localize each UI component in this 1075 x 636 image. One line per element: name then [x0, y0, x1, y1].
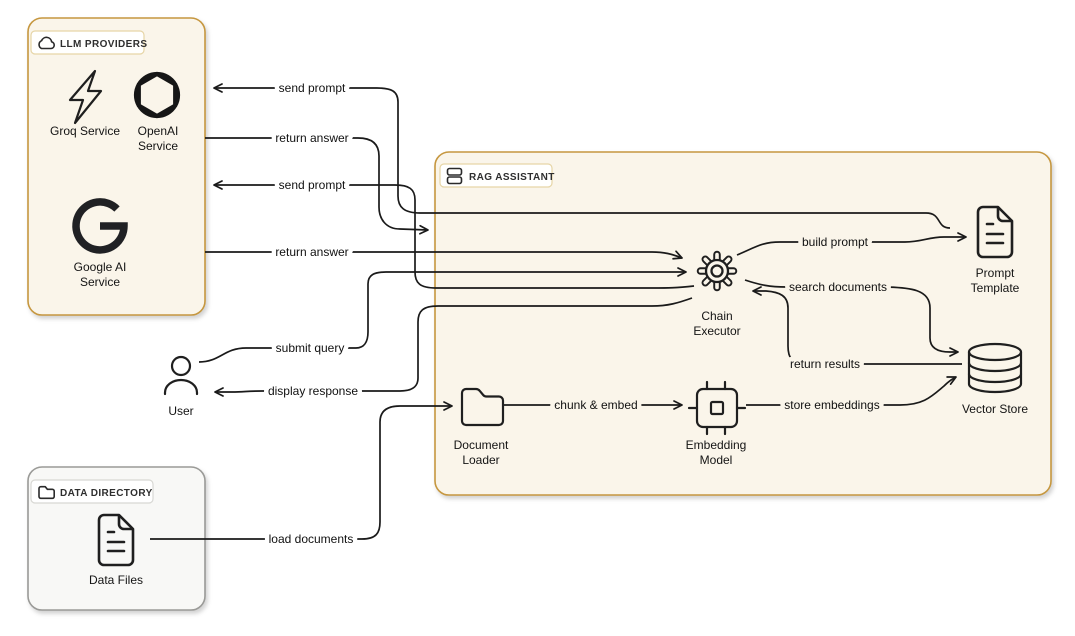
edge-return-answer-openai: return answer [205, 127, 429, 235]
google-ai-service-label-line2: Service [80, 275, 120, 289]
edge-build-prompt-label: build prompt [802, 235, 869, 249]
node-user: User [163, 355, 199, 418]
edge-submit-query-line [198, 267, 687, 363]
edge-return-answer-google-label: return answer [275, 245, 348, 259]
edge-chunk-embed: chunk & embed [504, 394, 683, 417]
openai-logo-icon [133, 71, 181, 119]
node-google-ai-service: Google AI Service [72, 198, 128, 289]
llm-providers-box [27, 17, 206, 316]
edge-return-results: return results [752, 286, 962, 376]
edge-return-results-label: return results [790, 357, 860, 371]
edge-send-prompt-openai-line [213, 83, 951, 229]
edge-load-documents-line [150, 401, 453, 540]
user-label: User [168, 404, 193, 418]
node-document-loader: Document Loader [454, 387, 509, 467]
group-data-directory: DATA DIRECTORY [27, 466, 206, 611]
data-directory-badge-frame [30, 479, 154, 504]
chip-icon [687, 380, 747, 436]
node-groq-service: Groq Service [50, 69, 120, 138]
edge-return-results-line [752, 286, 962, 365]
edge-store-embeddings-line [746, 376, 957, 406]
edge-store-embeddings-label: store embeddings [784, 398, 879, 412]
edge-return-answer-google: return answer [205, 241, 683, 264]
edge-display-response: display response [214, 297, 693, 403]
group-llm-providers: LLM PROVIDERS [27, 17, 206, 316]
edge-search-documents-line [744, 279, 959, 357]
node-embedding-model: Embedding Model [686, 380, 747, 467]
google-g-icon [72, 198, 128, 254]
vector-store-label: Vector Store [962, 402, 1028, 416]
edge-display-response-line [214, 297, 693, 397]
edge-chunk-embed-label: chunk & embed [554, 398, 637, 412]
node-openai-service: OpenAI Service [133, 71, 181, 153]
data-files-label: Data Files [89, 573, 143, 587]
stack-icon [446, 167, 463, 185]
node-vector-store: Vector Store [962, 342, 1028, 416]
edge-store-embeddings: store embeddings [746, 376, 957, 417]
edge-submit-query: submit query [198, 267, 687, 363]
cloud-icon [38, 36, 55, 50]
edge-send-prompt-openai: send prompt [213, 77, 951, 229]
node-chain-executor: Chain Executor [693, 250, 741, 338]
edge-return-answer-openai-label: return answer [275, 131, 348, 145]
group-rag-assistant: RAG ASSISTANT [434, 151, 1052, 496]
edge-send-prompt-google-line [213, 180, 695, 289]
lightning-icon [68, 69, 103, 125]
prompt-template-label-line1: Prompt [976, 266, 1015, 280]
edge-return-answer-google-line [205, 250, 683, 260]
rag-assistant-badge-frame [439, 163, 553, 188]
person-icon [163, 355, 199, 396]
edge-load-documents: load documents [150, 401, 453, 551]
rag-assistant-box [434, 151, 1052, 496]
llm-providers-badge-frame [30, 30, 145, 55]
edge-send-prompt-openai-label: send prompt [279, 81, 346, 95]
rag-assistant-label: RAG ASSISTANT [469, 172, 555, 183]
prompt-template-label-line2: Template [971, 281, 1020, 295]
openai-service-label-line1: OpenAI [138, 124, 179, 138]
edge-build-prompt-line [736, 232, 967, 256]
edge-display-response-label: display response [268, 384, 358, 398]
embedding-model-label-line2: Model [700, 453, 733, 467]
document-loader-label-line1: Document [454, 438, 509, 452]
edge-search-documents: search documents [744, 276, 959, 357]
edge-return-answer-openai-line [205, 137, 429, 235]
edge-send-prompt-google: send prompt [213, 174, 695, 289]
edges: send prompt return answer send prompt re… [150, 77, 967, 551]
edge-build-prompt: build prompt [736, 231, 967, 256]
gear-icon [696, 250, 738, 292]
llm-providers-label: LLM PROVIDERS [60, 39, 147, 50]
edge-load-documents-label: load documents [269, 532, 354, 546]
llm-providers-badge: LLM PROVIDERS [30, 30, 147, 55]
google-ai-service-label-line1: Google AI [74, 260, 127, 274]
folder-icon [460, 387, 505, 427]
edge-submit-query-label: submit query [276, 341, 345, 355]
openai-service-label-line2: Service [138, 139, 178, 153]
chain-executor-label-line2: Executor [693, 324, 740, 338]
node-prompt-template: Prompt Template [971, 205, 1020, 295]
edge-send-prompt-google-label: send prompt [279, 178, 346, 192]
edge-search-documents-label: search documents [789, 280, 887, 294]
embedding-model-label-line1: Embedding [686, 438, 747, 452]
chain-executor-label-line1: Chain [701, 309, 732, 323]
database-icon [967, 342, 1023, 394]
data-directory-badge: DATA DIRECTORY [30, 479, 154, 504]
groq-service-label: Groq Service [50, 124, 120, 138]
node-data-files: Data Files [89, 513, 143, 587]
rag-assistant-badge: RAG ASSISTANT [439, 163, 555, 188]
folder-icon [38, 485, 55, 500]
document-loader-label-line2: Loader [462, 453, 499, 467]
data-directory-label: DATA DIRECTORY [60, 488, 153, 499]
